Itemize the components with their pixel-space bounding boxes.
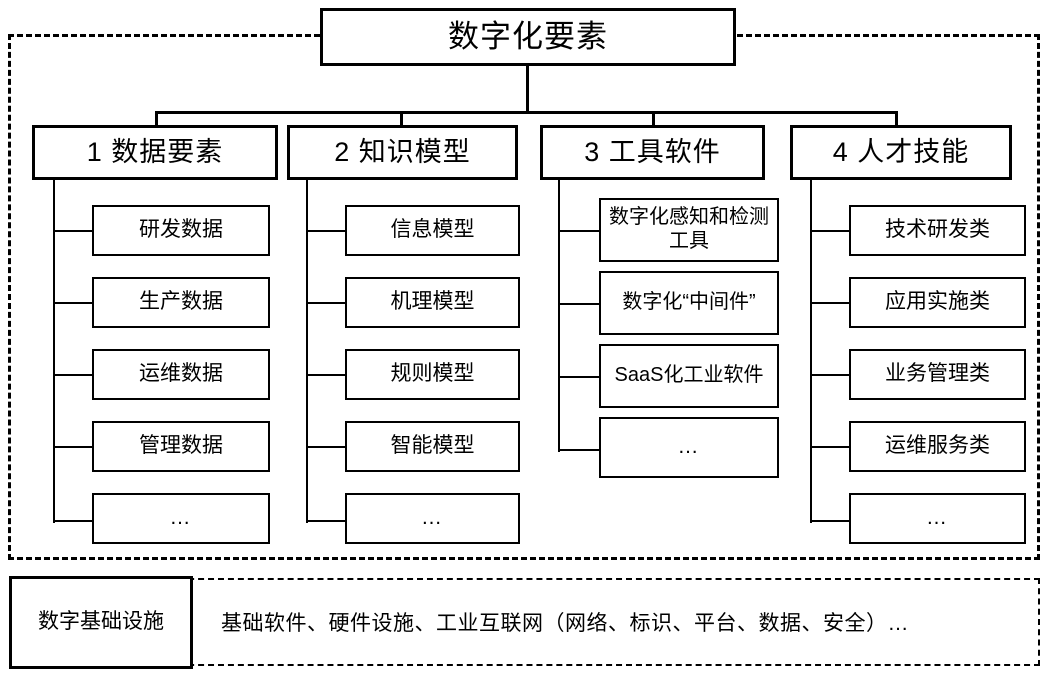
connector-1-3 [53, 374, 93, 376]
category-header-2[interactable]: 2 知识模型 [287, 125, 518, 180]
leaf-label: 规则模型 [390, 362, 475, 386]
leaf-label: … [421, 506, 444, 530]
category-header-label: 1 数据要素 [86, 136, 224, 167]
leaf-label: 数字化“中间件” [622, 291, 756, 314]
category-header-3[interactable]: 3 工具软件 [540, 125, 765, 180]
leaf-box[interactable]: 运维服务类 [849, 421, 1026, 472]
connector-4-5 [810, 520, 850, 522]
category-header-4[interactable]: 4 人才技能 [790, 125, 1012, 180]
leaf-box[interactable]: 业务管理类 [849, 349, 1026, 400]
leaf-label: 智能模型 [390, 434, 475, 458]
connector-4-3 [810, 374, 850, 376]
category-2-spine [306, 180, 308, 523]
leaf-box[interactable]: 规则模型 [345, 349, 520, 400]
drop-line-category-1 [155, 111, 158, 128]
leaf-label: 管理数据 [139, 434, 223, 458]
diagram-title-box: 数字化要素 [320, 8, 736, 66]
connector-2-3 [306, 374, 346, 376]
connector-3-4 [558, 449, 600, 451]
leaf-label: 研发数据 [139, 218, 223, 242]
page-title: 数字化要素 [448, 18, 608, 54]
drop-line-category-4 [895, 111, 898, 128]
leaf-box[interactable]: 管理数据 [92, 421, 270, 472]
leaf-box[interactable]: 应用实施类 [849, 277, 1026, 328]
category-header-1[interactable]: 1 数据要素 [32, 125, 278, 180]
connector-3-2 [558, 303, 600, 305]
leaf-box[interactable]: 机理模型 [345, 277, 520, 328]
leaf-label: 业务管理类 [885, 362, 990, 386]
connector-2-2 [306, 302, 346, 304]
connector-2-1 [306, 230, 346, 232]
connector-1-4 [53, 446, 93, 448]
leaf-label: 机理模型 [390, 290, 475, 314]
infrastructure-label: 数字基础设施 [38, 610, 164, 634]
leaf-box[interactable]: 运维数据 [92, 349, 270, 400]
leaf-box-ellipsis[interactable]: … [92, 493, 270, 544]
title-trunk-line [526, 66, 529, 113]
leaf-label: … [169, 506, 193, 530]
leaf-label: 数字化感知和检测工具 [609, 206, 769, 252]
leaf-box[interactable]: 数字化感知和检测工具 [599, 198, 779, 262]
connector-1-1 [53, 230, 93, 232]
leaf-box[interactable]: 数字化“中间件” [599, 271, 779, 335]
leaf-box[interactable]: 生产数据 [92, 277, 270, 328]
connector-4-1 [810, 230, 850, 232]
leaf-label: 运维服务类 [885, 434, 990, 458]
connector-3-1 [558, 230, 600, 232]
category-header-label: 2 知识模型 [334, 136, 471, 167]
leaf-label: … [926, 506, 949, 530]
leaf-label: 技术研发类 [885, 218, 990, 242]
leaf-box[interactable]: 智能模型 [345, 421, 520, 472]
connector-2-4 [306, 446, 346, 448]
leaf-box[interactable]: 技术研发类 [849, 205, 1026, 256]
leaf-label: 生产数据 [139, 290, 223, 314]
leaf-box-ellipsis[interactable]: … [599, 417, 779, 478]
connector-2-5 [306, 520, 346, 522]
leaf-box[interactable]: 研发数据 [92, 205, 270, 256]
leaf-label: 信息模型 [390, 218, 475, 242]
leaf-box-ellipsis[interactable]: … [849, 493, 1026, 544]
leaf-box-ellipsis[interactable]: … [345, 493, 520, 544]
leaf-label: … [677, 435, 701, 459]
category-4-spine [810, 180, 812, 523]
leaf-box[interactable]: 信息模型 [345, 205, 520, 256]
drop-line-category-2 [400, 111, 403, 128]
connector-3-3 [558, 376, 600, 378]
infrastructure-label-box[interactable]: 数字基础设施 [9, 576, 193, 669]
connector-1-5 [53, 520, 93, 522]
category-header-label: 4 人才技能 [832, 136, 970, 167]
infrastructure-content: 基础软件、硬件设施、工业互联网（网络、标识、平台、数据、安全）… [221, 612, 909, 635]
category-header-label: 3 工具软件 [584, 136, 721, 167]
leaf-label: 应用实施类 [885, 290, 990, 314]
category-1-spine [53, 180, 55, 523]
category-3-spine [558, 180, 560, 452]
drop-line-category-3 [652, 111, 655, 128]
leaf-label: 运维数据 [139, 362, 223, 386]
category-bus-line [155, 111, 898, 114]
leaf-label: SaaS化工业软件 [614, 364, 764, 387]
leaf-box[interactable]: SaaS化工业软件 [599, 344, 779, 408]
connector-1-2 [53, 302, 93, 304]
connector-4-2 [810, 302, 850, 304]
connector-4-4 [810, 446, 850, 448]
